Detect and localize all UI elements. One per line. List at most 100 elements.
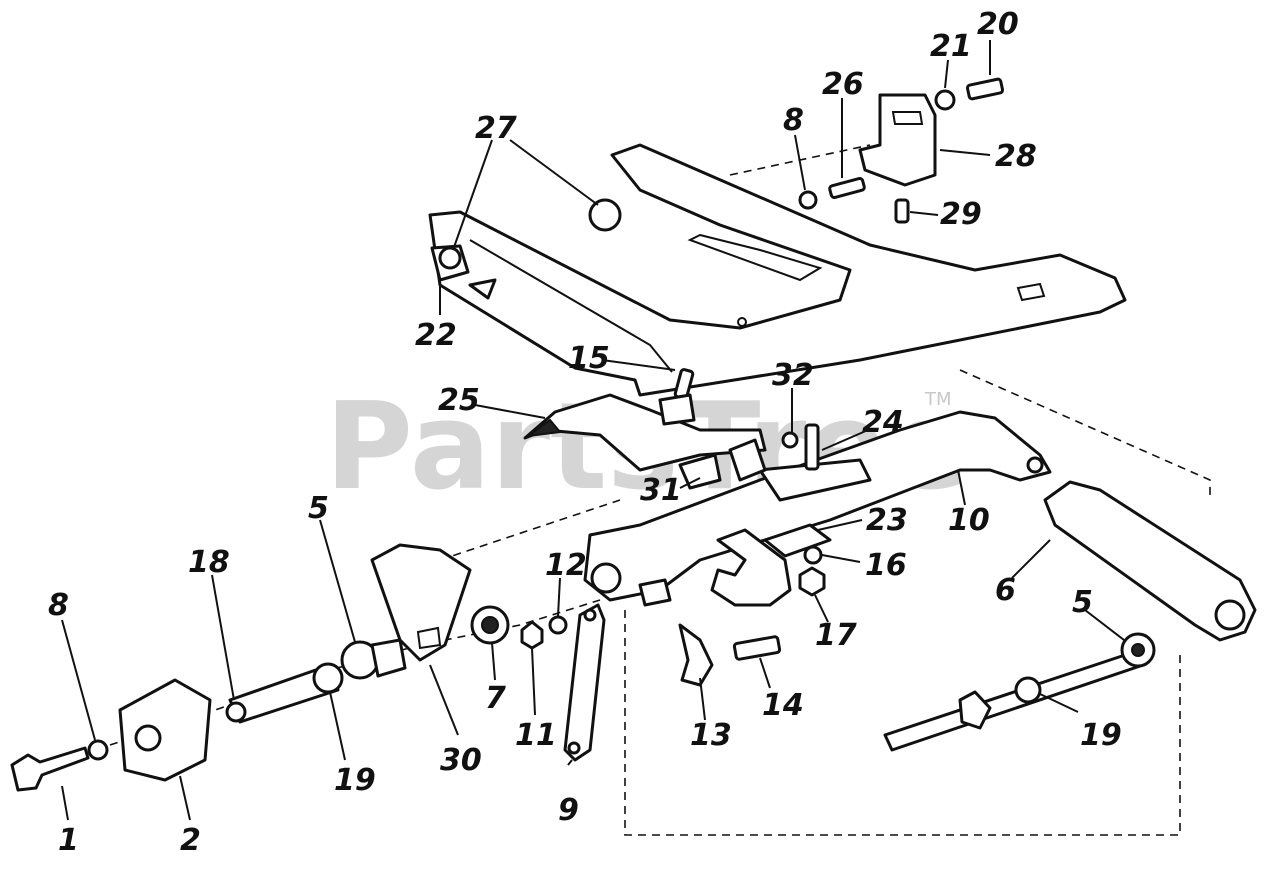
- spring-13: [678, 623, 714, 687]
- tab-31: [678, 453, 722, 490]
- washer-16: [803, 545, 823, 565]
- plate-30: [370, 543, 472, 662]
- leader-9: [567, 759, 573, 766]
- washer-21: [934, 89, 956, 111]
- callout-29: 29: [940, 197, 982, 232]
- tab-24: [728, 438, 767, 482]
- leader-28: [939, 149, 991, 156]
- frame-hole: [737, 317, 747, 327]
- leader-21: [944, 59, 949, 89]
- right-arm: [1043, 480, 1257, 642]
- callout-6: 6: [995, 573, 1016, 608]
- leader-16: [821, 554, 861, 563]
- callout-21: 21: [930, 29, 972, 64]
- leader-13: [699, 677, 706, 721]
- bracket-28: [858, 93, 937, 187]
- link-9-hole-top: [583, 608, 597, 622]
- callout-2: 2: [180, 823, 201, 858]
- washer-8-lower: [87, 739, 109, 761]
- callout-17: 17: [815, 618, 857, 653]
- frame-slot: [687, 233, 823, 282]
- callout-19-right: 19: [1080, 718, 1122, 753]
- callout-1: 1: [58, 823, 79, 858]
- bolt-24: [804, 423, 820, 471]
- leader-12: [557, 577, 561, 617]
- callout-28: 28: [995, 139, 1037, 174]
- pivot-bar: [583, 410, 1052, 607]
- bushing-5-right-core: [1131, 643, 1145, 657]
- callout-25: 25: [438, 383, 480, 418]
- bolt-14: [732, 635, 782, 661]
- callout-11: 11: [515, 718, 557, 753]
- pivot-bar-plate: [758, 458, 872, 502]
- link-9: [563, 603, 606, 762]
- leader-30: [429, 664, 459, 736]
- callout-12: 12: [545, 548, 587, 583]
- bolt-1: [10, 746, 90, 792]
- callout-15: 15: [568, 341, 610, 376]
- callout-8-upper: 8: [783, 103, 804, 138]
- leader-25: [474, 404, 546, 419]
- leader-18: [211, 574, 235, 701]
- seat-rail: [523, 393, 767, 472]
- hook-plate: [710, 528, 792, 607]
- seat-rail-end: [527, 418, 562, 437]
- left-shaft-assembly: [225, 638, 407, 724]
- washer-12: [548, 615, 568, 635]
- callout-14: 14: [762, 688, 804, 723]
- leader-27b: [452, 139, 493, 251]
- leader-10: [957, 469, 966, 506]
- leader-17: [814, 594, 829, 623]
- bumper-27: [588, 198, 622, 232]
- leader-1: [61, 785, 69, 821]
- callout-23: 23: [866, 503, 908, 538]
- watermark-trademark: TM: [924, 389, 952, 410]
- leader-19a: [329, 691, 346, 761]
- leader-2: [179, 775, 191, 821]
- leader-5b: [1084, 609, 1125, 641]
- leader-5a: [319, 519, 356, 643]
- bumper-27-left: [438, 246, 462, 270]
- leader-23: [817, 519, 863, 531]
- callout-10: 10: [948, 503, 990, 538]
- frame-square-hole: [1016, 282, 1046, 302]
- bearing-7-core: [481, 616, 499, 634]
- leader-15: [601, 359, 676, 371]
- pivot-bar-hole: [590, 562, 622, 594]
- callout-5-right: 5: [1072, 585, 1093, 620]
- callout-24: 24: [862, 405, 904, 440]
- pivot-bar-lug: [638, 578, 672, 607]
- right-arm-body: [1043, 480, 1257, 642]
- screw-32: [781, 431, 799, 449]
- bolt-20: [965, 77, 1005, 101]
- pivot-bar-end-hole: [1026, 456, 1044, 474]
- spacer-19: [312, 662, 344, 694]
- frame-edge: [469, 239, 673, 373]
- callouts: 20 21 26 8 28 29 27 22 15 25 32 24 31 10…: [48, 7, 1122, 858]
- callout-5-left: 5: [308, 491, 329, 526]
- callout-8-lower: 8: [48, 588, 69, 623]
- leader-27a: [509, 139, 599, 206]
- clip-15: [658, 393, 696, 426]
- gear-2-hub: [134, 724, 162, 752]
- callout-30: 30: [440, 743, 482, 778]
- washer-8-upper: [798, 190, 818, 210]
- bracket-23: [763, 523, 832, 558]
- bracket-28-slot: [891, 111, 924, 125]
- dash-line-plate: [439, 499, 621, 561]
- callout-31: 31: [640, 473, 682, 508]
- leader-8-lower: [61, 619, 96, 741]
- seat-frame: [428, 143, 1127, 397]
- callout-22: 22: [415, 318, 457, 353]
- callout-13: 13: [690, 718, 732, 753]
- callout-19-left: 19: [334, 763, 376, 798]
- nut-17: [798, 566, 826, 597]
- hub-5: [370, 638, 407, 678]
- frame-tab: [468, 278, 497, 300]
- gear-2: [118, 678, 212, 782]
- callout-18: 18: [188, 545, 230, 580]
- dash-line-right: [959, 369, 1211, 500]
- nut-11: [520, 620, 544, 650]
- leader-lines: [61, 40, 1125, 821]
